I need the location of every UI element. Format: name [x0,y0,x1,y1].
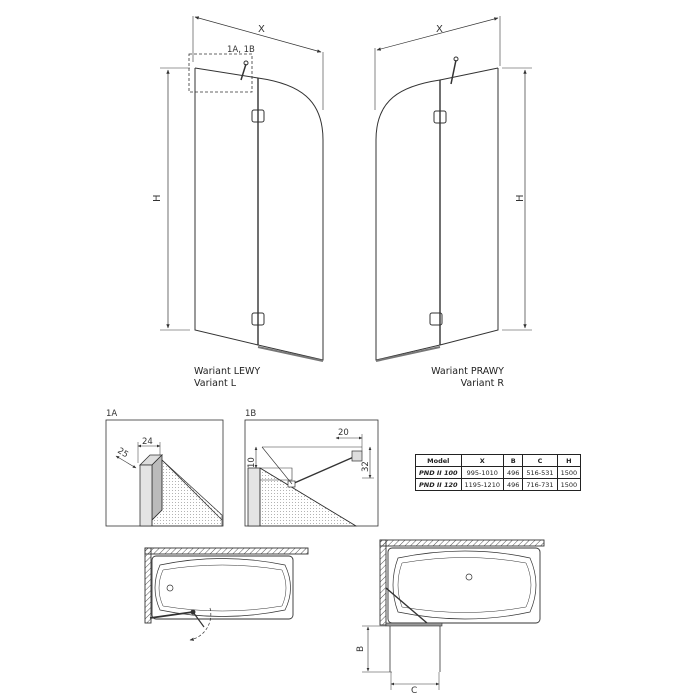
right-variant-drawing [374,16,532,362]
detail-1b [244,419,379,527]
variant-right-subtitle: Variant R [460,378,504,389]
detail-1b-dim-a: 20 [338,428,349,438]
table-header-cell: X [460,454,504,467]
left-door-panel [257,77,324,361]
table-cell: 1500 [556,478,582,491]
detail-1b-title: 1B [245,409,256,419]
model-dimensions-table: Model X B C H PND II 100 995-1010 496 51… [415,454,582,491]
plan-c-label: C [411,686,417,696]
detail-1b-dim-c: 32 [361,461,371,472]
right-x-label: X [436,24,443,35]
table-cell: 496 [502,466,524,479]
plan-right-drain [465,573,473,581]
left-bottom-hinge [251,312,265,326]
table-cell: 716-731 [522,478,558,491]
left-fixed-panel [194,68,259,346]
table-row: PND II 120 1195-1210 496 716-731 1500 [415,478,582,491]
table-cell: 1500 [556,466,582,479]
table-cell-model: PND II 120 [415,478,462,491]
detail-1a-dim-b: 25 [115,446,129,460]
right-x-dimension-line [376,17,499,51]
left-x-dimension-line [194,16,322,53]
table-header-cell: Model [415,454,462,467]
table-cell-model: PND II 100 [415,466,462,479]
variant-left-title: Wariant LEWY [194,366,261,377]
plan-view-left [144,547,309,641]
table-header-cell: C [522,454,558,467]
variant-right-title: Wariant PRAWY [431,366,504,377]
table-cell: 995-1010 [460,466,504,479]
left-stabiliser-bar [240,63,247,81]
detail-marker-label: 1A, 1B [227,45,255,55]
variant-left-subtitle: Variant L [194,378,237,389]
table-header-row: Model X B C H [415,454,582,467]
variant-right-caption: Wariant PRAWY Variant R [431,366,504,390]
right-top-hinge [433,110,447,124]
right-bottom-hinge [429,312,443,326]
detail-1a-title: 1A [106,409,117,419]
left-h-label: H [152,194,163,202]
detail-1a-dim-a: 24 [142,437,153,447]
right-fixed-panel [439,68,499,346]
left-top-hinge [251,109,265,123]
table-header-cell: B [502,454,524,467]
plan-right-basin [392,550,537,620]
table-header-cell: H [556,454,582,467]
table-cell: 1195-1210 [460,478,504,491]
plan-left-drain [166,584,174,592]
variant-left-caption: Wariant LEWY Variant L [194,366,260,390]
left-variant-drawing [160,16,324,362]
detail-1a [105,419,224,527]
table-row: PND II 100 995-1010 496 516-531 1500 [415,466,582,479]
plan-left-basin [154,558,291,617]
right-h-label: H [515,194,526,202]
left-x-label: X [258,24,265,35]
table-cell: 516-531 [522,466,558,479]
right-door-panel [375,79,441,361]
plan-right-bathtub [387,547,541,624]
detail-marker-box [188,53,253,93]
plan-view-right [362,539,545,690]
detail-1b-dim-b: 10 [247,457,257,468]
detail-1a-profile [139,464,153,527]
plan-left-bathtub [151,555,294,620]
detail-1b-bar [291,455,357,485]
right-stabiliser-bar [450,59,457,85]
plan-b-label: B [356,646,366,652]
table-cell: 496 [502,478,524,491]
